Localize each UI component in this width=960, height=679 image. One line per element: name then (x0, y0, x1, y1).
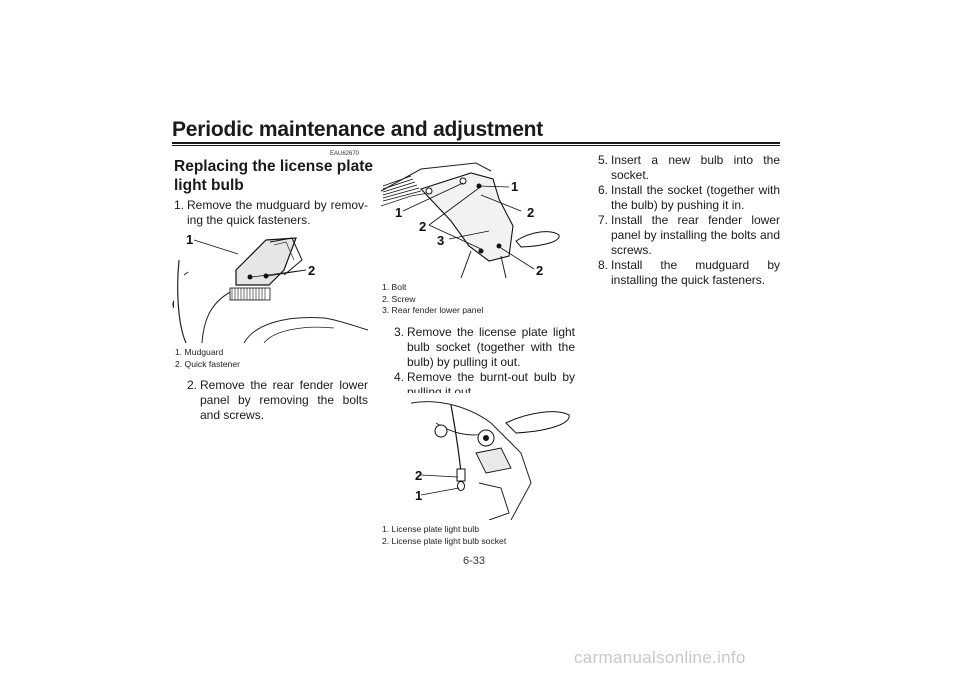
column-1-bottom: 2. Remove the rear fender lower panel by… (187, 378, 368, 423)
step-text: Remove the license plate light bulb sock… (407, 325, 575, 369)
figure-bulb-socket: 2 1 (381, 393, 575, 520)
step-number: 3. (394, 325, 405, 339)
step-number: 6. (598, 183, 609, 197)
watermark: carmanualsonline.info (574, 648, 746, 667)
step-number: 7. (598, 213, 609, 227)
callout-1a: 1 (511, 179, 518, 194)
step-6: 6. Install the socket (together with the… (598, 183, 780, 213)
page-header-title: Periodic maintenance and adjustment (172, 118, 544, 141)
step-text: Install the rear fender lower panel by i… (611, 213, 780, 257)
callout-2b: 2 (527, 205, 534, 220)
step-3: 3. Remove the license plate light bulb s… (394, 325, 575, 370)
figure-fender-panel-captions: 1. Bolt 2. Screw 3. Rear fender lower pa… (382, 282, 483, 317)
caption-item: 2. Screw (382, 293, 416, 304)
step-8: 8. Install the mudguard by installing th… (598, 258, 780, 288)
step-number: 5. (598, 153, 609, 167)
column-3-steps: 5. Insert a new bulb into the socket. 6.… (598, 153, 780, 288)
step-text: Install the mudguard by installing the q… (611, 258, 780, 287)
step-number: 4. (394, 370, 405, 384)
callout-2: 2 (308, 263, 315, 278)
step-2: 2. Remove the rear fender lower panel by… (187, 378, 368, 423)
step-7: 7. Install the rear fender lower panel b… (598, 213, 780, 258)
step-text: Remove the rear fender lower panel by re… (200, 378, 368, 422)
step-text: Remove the mudguard by remov-ing the qui… (187, 198, 368, 227)
caption-item: 2. Quick fastener (175, 358, 240, 369)
figure-mudguard-captions: 1. Mudguard 2. Quick fastener (175, 347, 240, 370)
step-text: Install the socket (together with the bu… (611, 183, 780, 212)
caption-item: 1. License plate light bulb (382, 524, 479, 534)
figure-fender-panel: 1 1 2 2 2 3 (381, 151, 575, 278)
figure-bulb-socket-captions: 1. License plate light bulb 2. License p… (382, 524, 506, 547)
fender-panel-illustration: 1 1 2 2 2 3 (381, 151, 575, 278)
callout-1: 1 (186, 232, 193, 247)
bulb-socket-illustration: 2 1 (381, 393, 575, 520)
page-number: 6-33 (463, 555, 486, 567)
step-number: 8. (598, 258, 609, 272)
step-number: 1. (174, 198, 185, 212)
callout-3: 3 (437, 233, 444, 248)
callout-2: 2 (415, 468, 422, 483)
column-1-top: 1. Remove the mudguard by remov-ing the … (174, 198, 368, 228)
section-heading: Replacing the license plate light bulb (174, 158, 373, 194)
caption-item: 2. License plate light bulb socket (382, 535, 507, 546)
callout-1b: 1 (395, 205, 402, 220)
column-2-steps: 3. Remove the license plate light bulb s… (394, 325, 575, 400)
mudguard-illustration: 1 2 (174, 230, 368, 343)
step-1: 1. Remove the mudguard by remov-ing the … (174, 198, 368, 228)
header-rule (172, 142, 780, 144)
header-rule-thin (172, 145, 780, 146)
callout-1: 1 (415, 488, 422, 503)
step-text: Insert a new bulb into the socket. (611, 153, 780, 182)
caption-item: 3. Rear fender lower panel (382, 305, 484, 315)
caption-item: 1. Mudguard (175, 347, 224, 357)
callout-2a: 2 (419, 219, 426, 234)
figure-mudguard: 1 2 (174, 230, 368, 343)
callout-2c: 2 (536, 263, 543, 278)
caption-item: 1. Bolt (382, 282, 407, 292)
step-5: 5. Insert a new bulb into the socket. (598, 153, 780, 183)
reference-code: EAU62670 (330, 151, 360, 157)
step-number: 2. (187, 378, 198, 392)
